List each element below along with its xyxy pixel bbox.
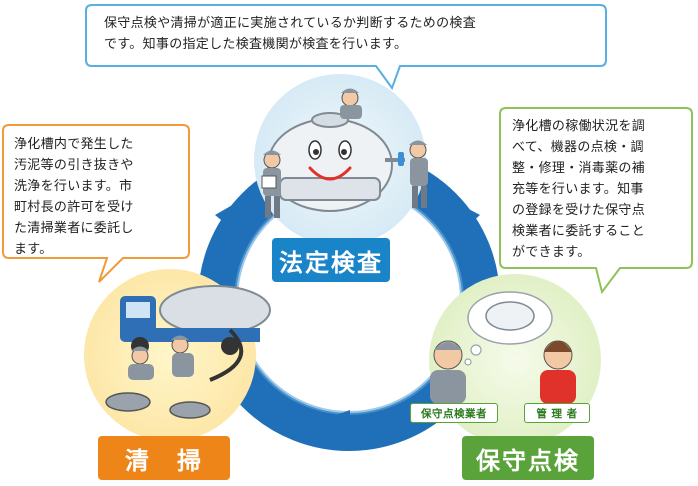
cleaning-scene	[84, 269, 271, 441]
manager-tag: 管 理 者	[524, 403, 590, 423]
inspection-scene	[254, 74, 428, 246]
inspection-line: です。知事の指定した検査機関が検査を行います。	[104, 37, 408, 52]
inspector-worker-icon	[340, 88, 362, 119]
worker-sampling-icon	[398, 140, 428, 208]
maintenance-bubble	[499, 107, 693, 295]
cleaning-line: 洗浄を行います。市	[14, 179, 133, 194]
cleaning-line: 汚泥等の引き抜きや	[14, 158, 134, 173]
maintenance-line: べて、機器の点検・調	[512, 140, 644, 155]
cleaning-line: た清掃業者に委託し	[14, 221, 134, 236]
thought-bubble-icon	[464, 291, 553, 366]
maintenance-line: 充等を行います。知事	[512, 182, 644, 197]
manhole-cover-icon	[105, 392, 211, 419]
cleaning-worker-icon	[128, 346, 154, 380]
cleaning-line: 浄化槽内で発生した	[14, 137, 134, 152]
cleaning-worker-icon	[171, 335, 194, 377]
maintenance-contractor-icon	[430, 340, 466, 404]
maintenance-line: ができます。	[512, 245, 591, 260]
maintenance-line: 浄化槽の稼働状況を調	[512, 119, 646, 134]
inspection-description: 保守点検や清掃が適正に実施されているか判断するための検査 です。知事の指定した検…	[104, 13, 600, 55]
maintenance-line: 検業者に委託すること	[512, 224, 646, 239]
maintenance-line: の登録を受けた保守点	[512, 203, 646, 218]
cleaning-description: 浄化槽内で発生した 汚泥等の引き抜きや 洗浄を行います。市 町村長の許可を受け …	[14, 134, 184, 260]
worker-clipboard-icon	[261, 150, 281, 218]
inspection-line: 保守点検や清掃が適正に実施されているか判断するための検査	[104, 16, 477, 31]
cleaning-bubble	[2, 124, 190, 283]
facility-manager-icon	[540, 340, 576, 404]
maintenance-line: 整・修理・消毒薬の補	[512, 161, 646, 176]
contractor-tag: 保守点検業者	[410, 403, 498, 423]
cycle-arrow-icon	[312, 410, 350, 440]
inspection-bubble	[85, 4, 607, 91]
septic-tank-mascot-icon	[267, 112, 405, 212]
cycle-arrow-icon	[215, 196, 248, 232]
cleaning-line: 町村長の許可を受け	[14, 200, 134, 215]
maintenance-description: 浄化槽の稼働状況を調 べて、機器の点検・調 整・修理・消毒薬の補 充等を行います…	[512, 116, 690, 263]
inspection-label: 法定検査	[272, 238, 390, 282]
maintenance-label: 保守点検	[462, 436, 594, 480]
cycle-arrow-icon	[446, 197, 480, 233]
cleaning-label: 清 掃	[98, 436, 230, 480]
cleaning-line: ます。	[14, 242, 53, 257]
